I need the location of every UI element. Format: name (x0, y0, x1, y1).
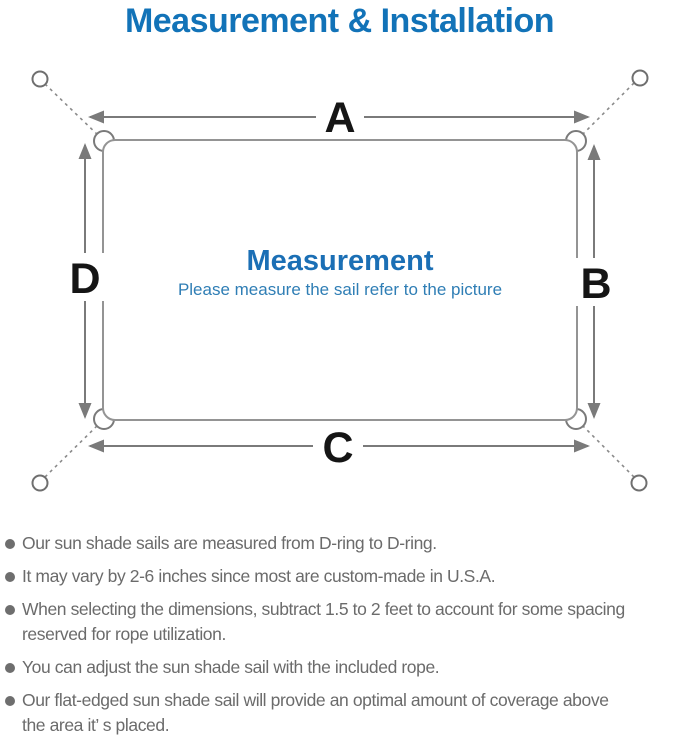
diagram-center-title: Measurement (247, 245, 434, 277)
dimension-label-b: B (580, 260, 611, 308)
note-item: You can adjust the sun shade sail with t… (5, 655, 675, 680)
label-backgrounds (59, 95, 620, 468)
anchor-point-icon (631, 69, 649, 87)
rope-top-left (44, 83, 103, 140)
note-text: When selecting the dimensions, subtract … (22, 599, 625, 644)
note-text: Our flat-edged sun shade sail will provi… (22, 690, 609, 735)
note-item: When selecting the dimensions, subtract … (5, 597, 675, 647)
anchor-point-icon (31, 70, 49, 88)
dimension-label-a: A (324, 94, 355, 142)
note-text: It may vary by 2-6 inches since most are… (22, 566, 496, 586)
notes-list: Our sun shade sails are measured from D-… (5, 531, 675, 739)
dimension-label-d: D (69, 255, 100, 303)
note-text: You can adjust the sun shade sail with t… (22, 657, 440, 677)
anchor-points (31, 69, 649, 492)
rope-lines (44, 82, 635, 478)
note-item: It may vary by 2-6 inches since most are… (5, 564, 675, 589)
bullet-icon (5, 696, 15, 706)
bullet-icon (5, 539, 15, 549)
note-item: Our sun shade sails are measured from D-… (5, 531, 675, 556)
page-title: Measurement & Installation (124, 2, 555, 40)
rope-bottom-right (577, 420, 635, 478)
diagram-center-subtitle: Please measure the sail refer to the pic… (178, 280, 502, 299)
note-text: Our sun shade sails are measured from D-… (22, 533, 437, 553)
bullet-icon (5, 663, 15, 673)
note-item: Our flat-edged sun shade sail will provi… (5, 688, 675, 738)
bullet-icon (5, 572, 15, 582)
diagram-canvas: A B C D Measurement Please measure the s… (31, 69, 649, 492)
anchor-point-icon (630, 474, 648, 492)
rope-bottom-left (44, 420, 103, 478)
bullet-icon (5, 605, 15, 615)
dimension-label-c: C (322, 424, 353, 472)
rope-top-right (577, 82, 635, 140)
measurement-diagram: A B C D Measurement Please measure the s… (0, 50, 679, 510)
anchor-point-icon (31, 474, 49, 492)
